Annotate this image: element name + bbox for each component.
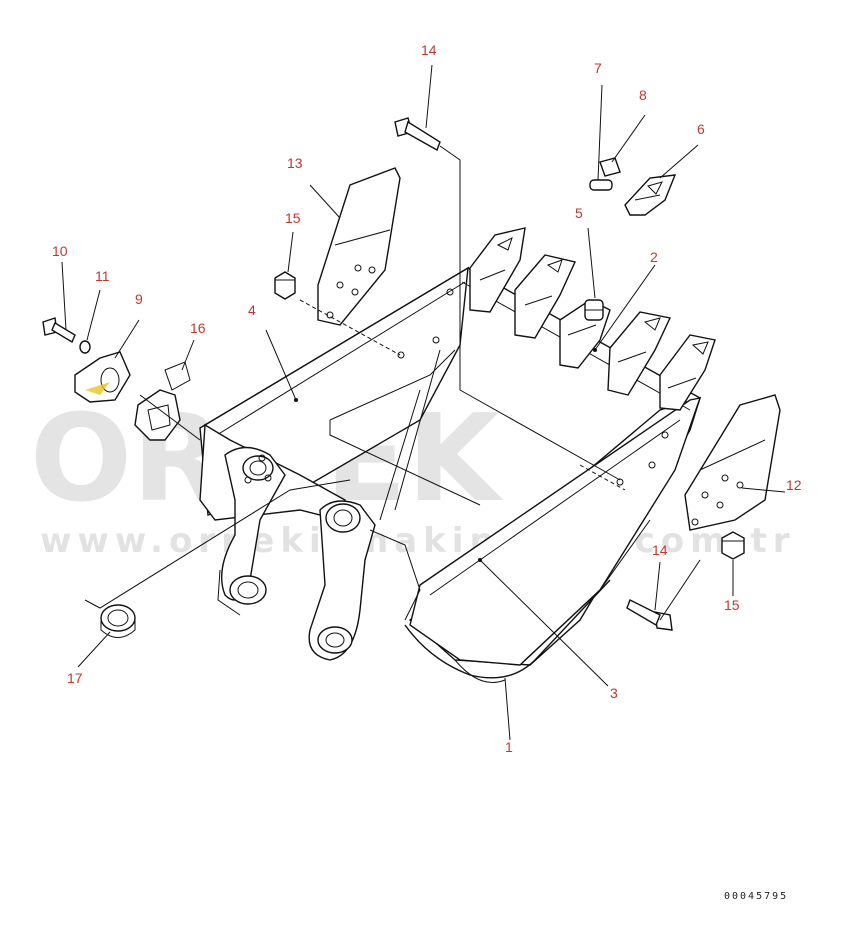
callout-11: 11 <box>95 268 110 284</box>
leader-lines <box>84 145 701 621</box>
bolt-lower <box>626 599 673 631</box>
tooth-pin <box>584 299 604 321</box>
tooth-1 <box>469 227 526 313</box>
watermark-url: www.ornekismakinalari.com.tr <box>40 521 795 561</box>
callout-leaders <box>61 64 786 741</box>
document-number: 00045795 <box>724 891 788 902</box>
nut-lower <box>721 531 745 560</box>
boss-9 <box>74 351 131 403</box>
tooth-lock-exploded <box>599 157 621 177</box>
side-cutter-13 <box>317 167 401 326</box>
leader-dots <box>294 348 597 562</box>
tooth-pin-exploded <box>589 179 613 191</box>
callout-7: 7 <box>594 60 602 76</box>
tooth-2 <box>514 254 576 339</box>
callout-15-upper: 15 <box>285 210 301 226</box>
bucket-teeth <box>469 157 716 411</box>
tooth-5 <box>659 334 716 411</box>
callout-labels: 1 2 3 4 5 6 7 8 9 10 11 12 13 14 14 15 1… <box>52 42 802 755</box>
callout-6: 6 <box>697 121 705 137</box>
callout-15-lower: 15 <box>724 597 740 613</box>
washer-11 <box>79 340 91 354</box>
callout-17: 17 <box>67 670 83 686</box>
callout-13: 13 <box>287 155 303 171</box>
link-brackets <box>199 423 421 661</box>
tooth-4 <box>607 311 672 396</box>
callout-2: 2 <box>650 249 658 265</box>
callout-9: 9 <box>135 291 143 307</box>
callout-12: 12 <box>786 477 802 493</box>
tooth-exploded <box>624 174 677 216</box>
callout-5: 5 <box>575 205 583 221</box>
callout-4: 4 <box>248 302 256 318</box>
callout-14-upper: 14 <box>421 42 437 58</box>
callout-1: 1 <box>505 739 513 755</box>
bolt-10 <box>42 317 76 344</box>
side-cutter-12 <box>684 394 781 531</box>
callout-16: 16 <box>190 320 206 336</box>
callout-8: 8 <box>639 87 647 103</box>
callout-3: 3 <box>610 685 618 701</box>
shim-16 <box>134 361 191 441</box>
bushing-17 <box>100 604 136 638</box>
bolt-upper <box>394 117 441 152</box>
callout-10: 10 <box>52 243 68 259</box>
callout-14-lower: 14 <box>652 542 668 558</box>
nut-upper <box>274 271 296 300</box>
